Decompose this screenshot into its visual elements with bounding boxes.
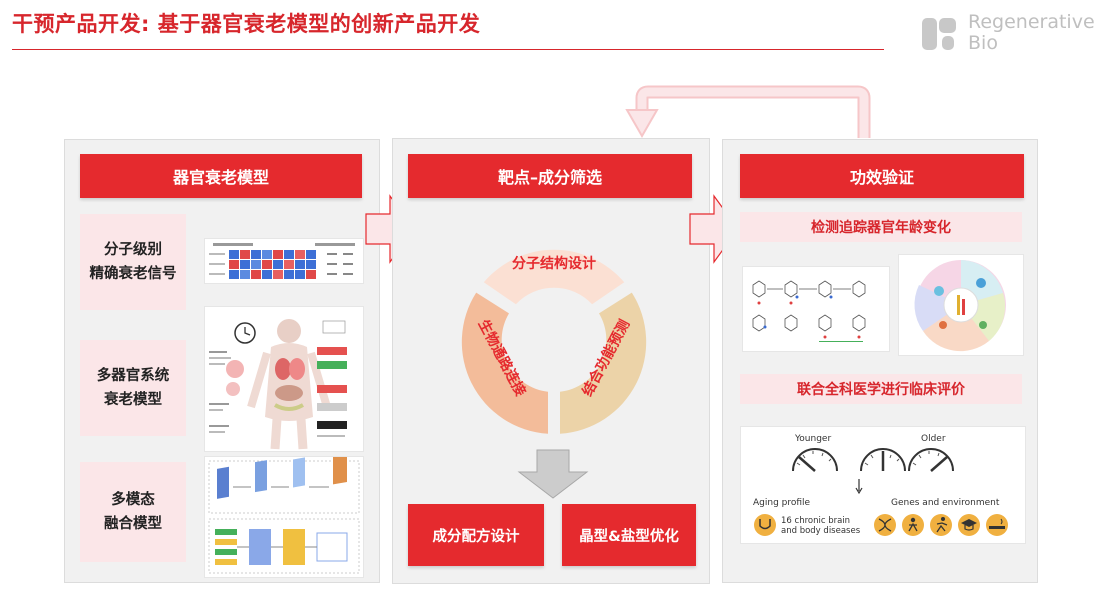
- ring-label-top: 分子结构设计: [512, 255, 596, 272]
- molecular-signal-line1: 分子级别: [104, 242, 162, 258]
- heatmap-cell: [240, 250, 250, 259]
- heatmap-cell: [295, 270, 305, 279]
- page-title: 干预产品开发: 基于器官衰老模型的创新产品开发: [12, 12, 481, 36]
- down-small-arrow: [855, 479, 863, 495]
- logo-line1: Regenerative: [968, 11, 1095, 33]
- heatmap-cell: [251, 260, 261, 269]
- organ-age-wheel-figure: [898, 254, 1024, 356]
- heatmap-cell: [273, 260, 283, 269]
- epigenetic-clock-figure: [204, 238, 364, 284]
- heatmap-cell: [284, 250, 294, 259]
- diseases-line2: and body diseases: [781, 526, 861, 536]
- heatmap-cell: [262, 270, 272, 279]
- heatmap-cell: [229, 270, 239, 279]
- genes-environment-label: Genes and environment: [891, 498, 1000, 508]
- ring-segment-left: [461, 292, 548, 434]
- aging-profile-label: Aging profile: [753, 498, 811, 508]
- target-screening-header: 靶点–成分筛选: [408, 154, 692, 198]
- heatmap-cell: [273, 250, 283, 259]
- multi-organ-line1: 多器官系统: [96, 368, 170, 384]
- multi-organ-box: 多器官系统 衰老模型: [80, 340, 186, 436]
- chemical-structures-figure: [742, 266, 890, 352]
- heatmap-cell: [306, 270, 316, 279]
- multimodal-box: 多模态 融合模型: [80, 462, 186, 562]
- heatmap-cell: [229, 250, 239, 259]
- screening-ring: 分子结构设计 生物通路连接 结合功能预测: [461, 249, 647, 434]
- heatmap-cell: [240, 260, 250, 269]
- heatmap-cell: [251, 270, 261, 279]
- multimodal-fusion-figure: [204, 456, 364, 578]
- clinical-evaluation-label: 联合全科医学进行临床评价: [740, 374, 1022, 404]
- multi-organ-body-figure: [204, 306, 364, 452]
- feedback-arrow: [625, 85, 871, 139]
- logo-text: Regenerative Bio: [968, 12, 1095, 54]
- gauge-old-icon: [908, 448, 954, 472]
- cigarette-icon: [986, 514, 1008, 536]
- gauge-young-icon: [792, 448, 838, 472]
- title-divider: [12, 49, 884, 50]
- diseases-line1: 16 chronic brain: [781, 516, 850, 526]
- heatmap-cell: [240, 270, 250, 279]
- heatmap-cell: [284, 260, 294, 269]
- molecular-signal-line2: 精确衰老信号: [89, 266, 177, 282]
- multi-organ-line2: 衰老模型: [104, 392, 162, 408]
- heatmap-cell: [284, 270, 294, 279]
- formula-design-box: 成分配方设计: [408, 504, 544, 566]
- ring-segment-top: [483, 249, 625, 305]
- heatmap-cell: [306, 250, 316, 259]
- heatmap-cell: [229, 260, 239, 269]
- multimodal-line1: 多模态: [111, 492, 155, 508]
- heatmap-cell: [262, 250, 272, 259]
- heatmap-cell: [295, 250, 305, 259]
- older-label: Older: [921, 434, 946, 444]
- company-logo: Regenerative Bio: [920, 12, 1108, 56]
- organ-age-tracking-label: 检测追踪器官年龄变化: [740, 212, 1022, 242]
- organ-aging-model-header: 器官衰老模型: [80, 154, 362, 198]
- heatmap-cell: [251, 250, 261, 259]
- crystal-salt-optimization-box: 晶型&盐型优化: [562, 504, 696, 566]
- multimodal-line2: 融合模型: [104, 516, 162, 532]
- younger-label: Younger: [794, 434, 831, 444]
- molecular-signal-box: 分子级别 精确衰老信号: [80, 214, 186, 310]
- ring-segment-right: [560, 292, 647, 434]
- aging-gauge-figure: Younger Older Aging profile Genes and en…: [740, 426, 1026, 544]
- heatmap-cell: [273, 270, 283, 279]
- stethoscope-icon: [754, 514, 776, 536]
- logo-line2: Bio: [968, 32, 998, 54]
- efficacy-validation-header: 功效验证: [740, 154, 1024, 198]
- down-arrow: [517, 449, 589, 499]
- logo-mark-icon: [922, 18, 956, 50]
- heatmap-cell: [306, 260, 316, 269]
- gauge-middle-icon: [860, 448, 906, 472]
- heatmap-cell: [295, 260, 305, 269]
- heatmap-cell: [262, 260, 272, 269]
